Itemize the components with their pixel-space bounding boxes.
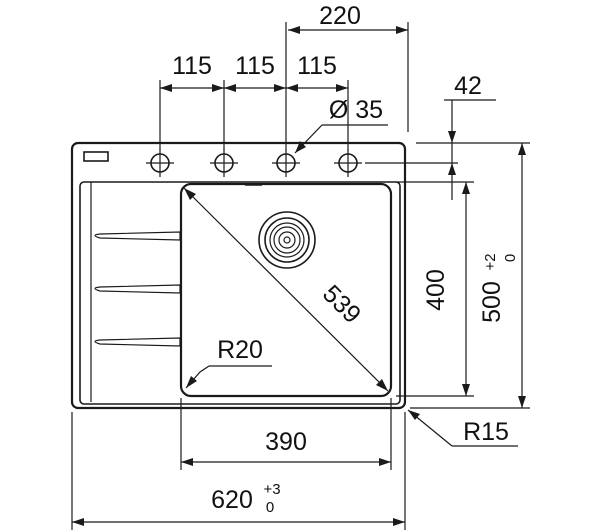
label-390: 390 <box>265 428 307 456</box>
brand-plate <box>83 151 109 162</box>
label-620: 620 <box>211 486 253 514</box>
drain-strainer <box>258 211 316 269</box>
sink-inner-rim <box>79 181 401 405</box>
drainboard-rib-3 <box>94 337 181 347</box>
tap-hole-3 <box>272 149 300 177</box>
label-115-b: 115 <box>235 52 275 80</box>
label-400: 400 <box>422 269 450 311</box>
label-diameter-35: Ø 35 <box>329 96 383 124</box>
label-115-a: 115 <box>172 52 212 80</box>
label-500-tol-lower: 0 <box>502 254 519 262</box>
label-620-tol-lower: 0 <box>266 499 274 516</box>
label-220: 220 <box>319 2 361 30</box>
tap-hole-1 <box>146 149 174 177</box>
label-r20: R20 <box>217 336 263 364</box>
drainboard-rib-1 <box>94 231 181 241</box>
label-500-tol-upper: +2 <box>482 253 499 270</box>
label-539: 539 <box>317 280 366 329</box>
sink-bowl <box>179 182 393 398</box>
label-115-c: 115 <box>297 52 337 80</box>
drainboard-rib-2 <box>94 284 181 294</box>
sink-outer-outline <box>70 141 407 410</box>
label-620-tol-upper: +3 <box>263 481 280 498</box>
label-42: 42 <box>454 72 482 100</box>
label-500: 500 <box>478 281 506 323</box>
diagonal-dimension-line <box>183 187 389 392</box>
tap-hole-2 <box>210 149 238 177</box>
tap-hole-4 <box>334 149 362 177</box>
label-r15: R15 <box>463 418 509 446</box>
